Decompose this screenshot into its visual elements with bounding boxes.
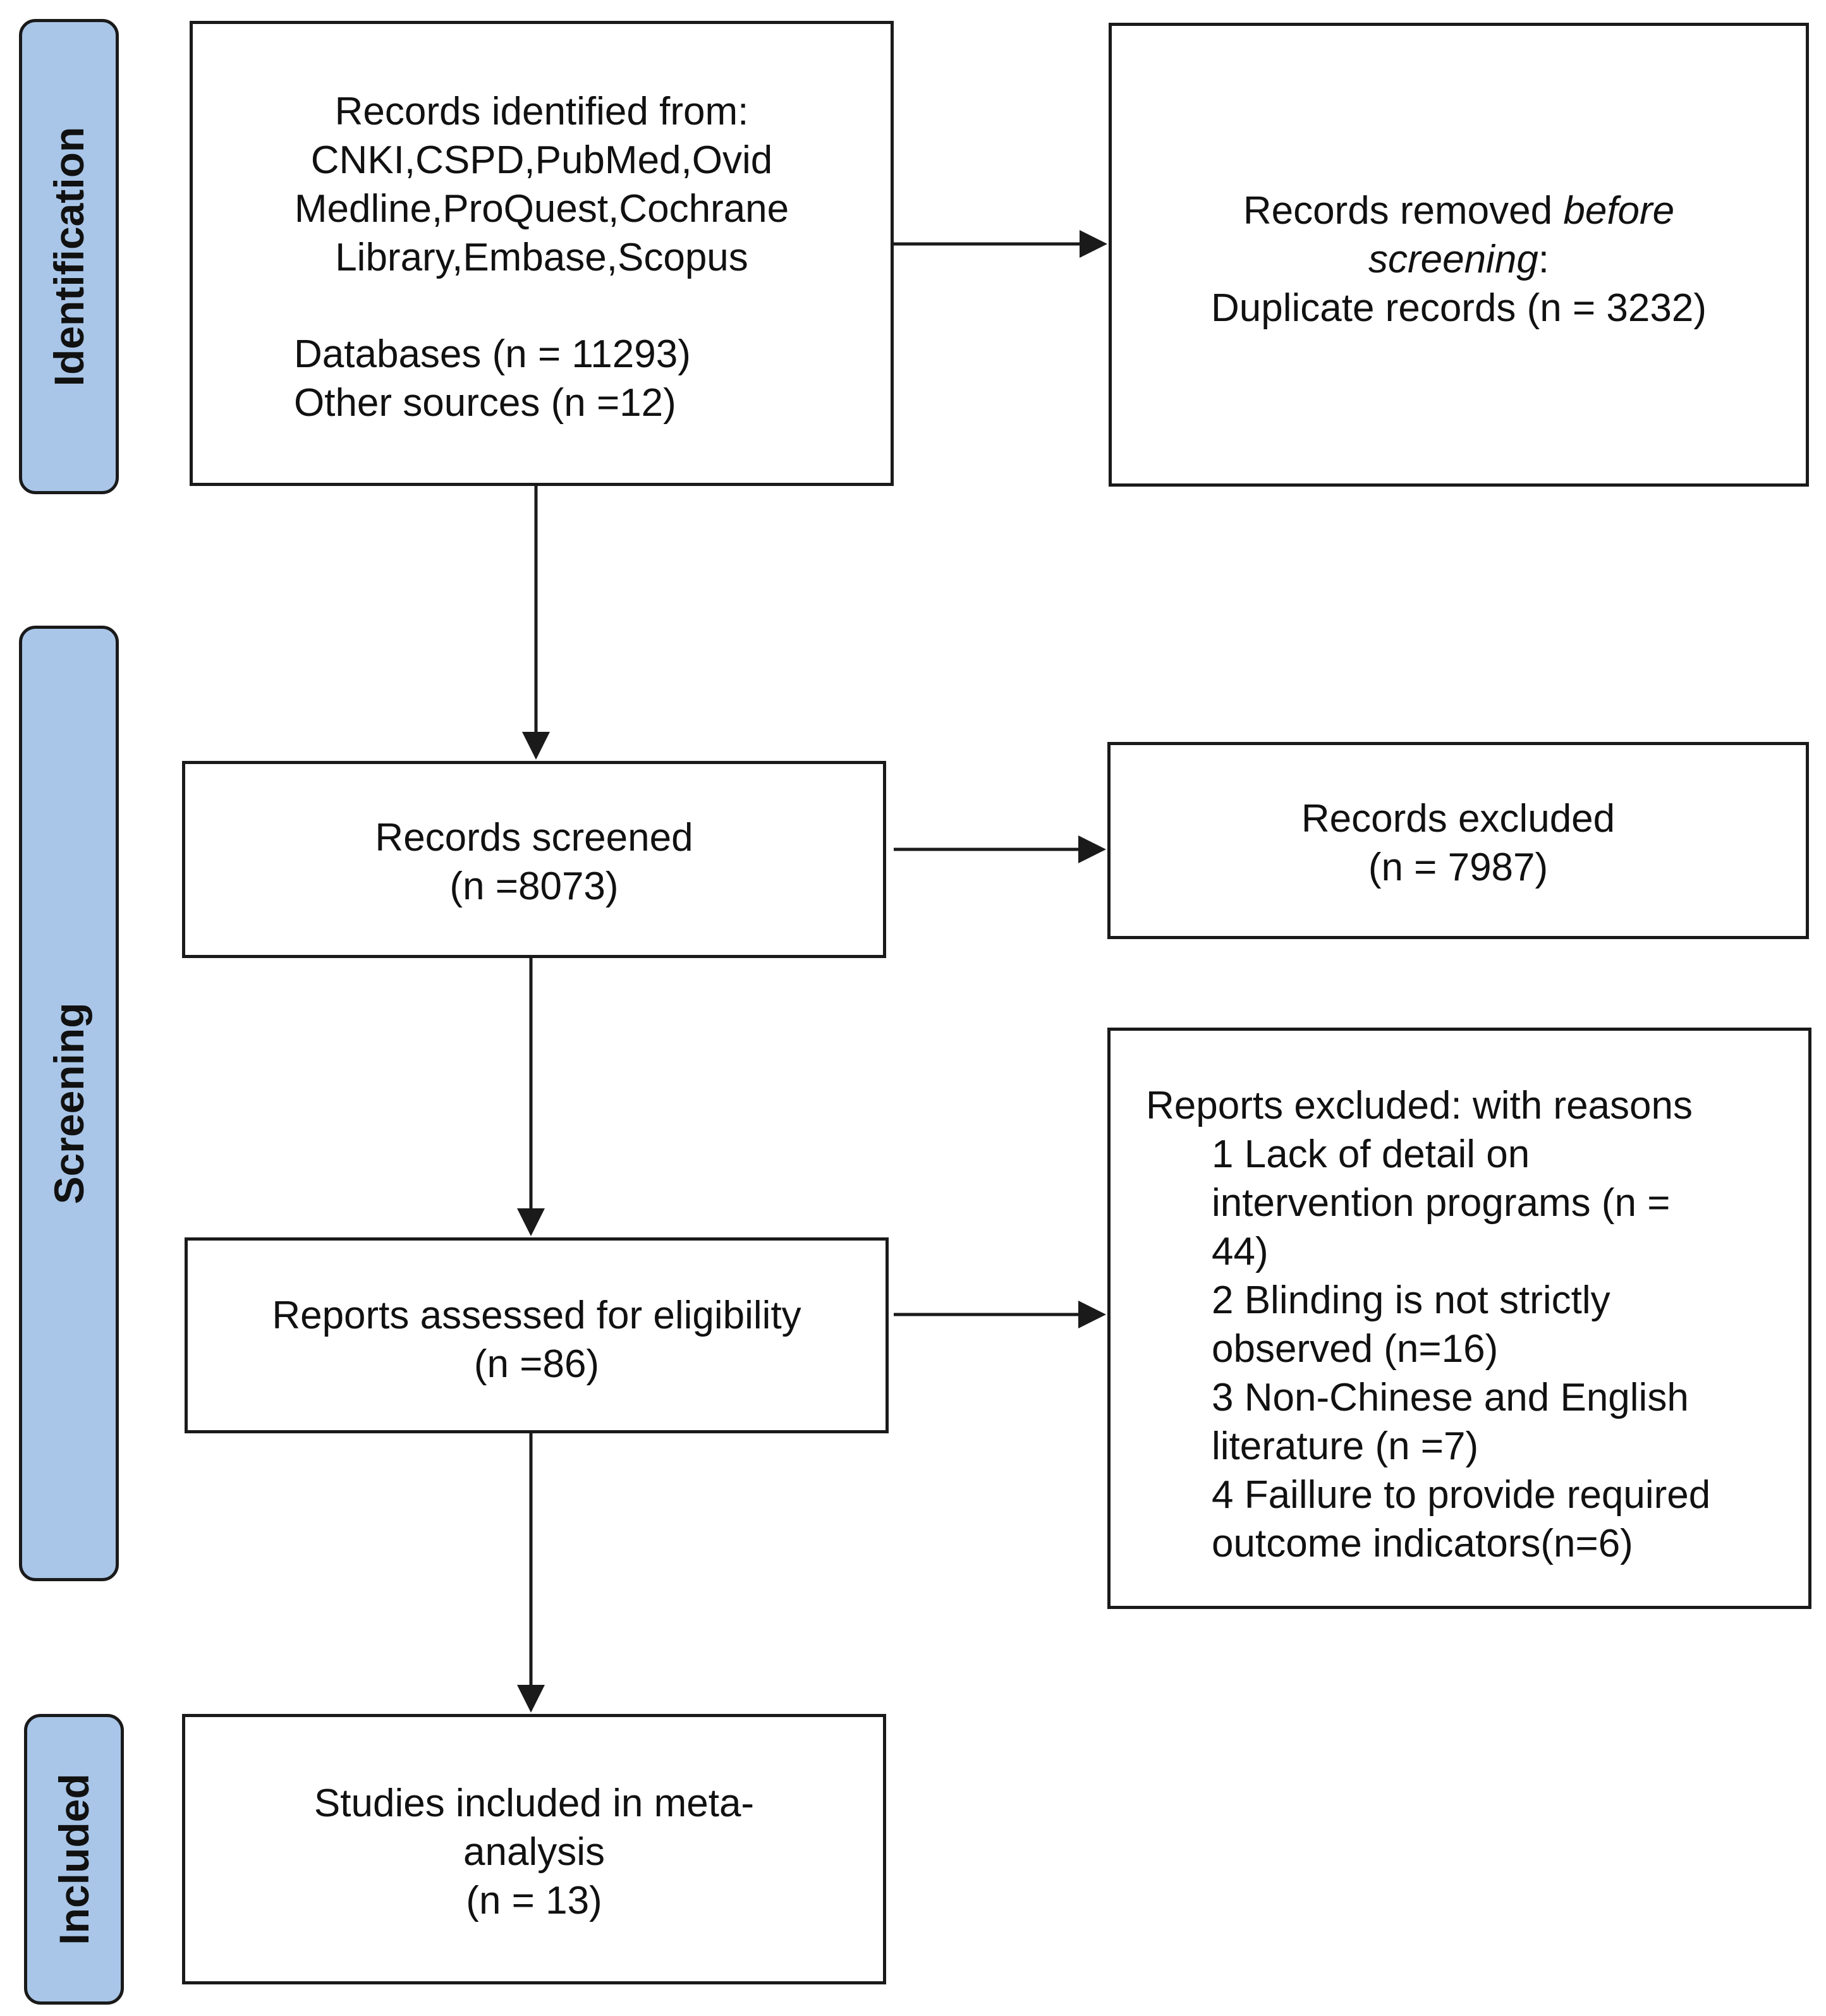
identified-line-1: Records identified from: bbox=[334, 90, 749, 133]
identified-other-sources: Other sources (n =12) bbox=[294, 381, 676, 425]
excluded-count: (n = 7987) bbox=[1368, 846, 1549, 889]
arrow-assessed-to-included-head bbox=[517, 1685, 545, 1713]
included-count: (n = 13) bbox=[466, 1879, 602, 1922]
reason-line: 2 Blinding is not strictly bbox=[1212, 1278, 1610, 1322]
reason-line: 44) bbox=[1212, 1230, 1269, 1273]
phase-identification: Identification bbox=[19, 19, 119, 494]
phase-screening: Screening bbox=[19, 626, 119, 1581]
identified-line-3: Medline,ProQuest,Cochrane bbox=[294, 187, 789, 231]
identified-line-4: Library,Embase,Scopus bbox=[335, 236, 748, 279]
included-line-1: Studies included in meta- bbox=[313, 1782, 755, 1825]
reason-line: observed (n=16) bbox=[1212, 1327, 1499, 1371]
reason-line: literature (n =7) bbox=[1212, 1424, 1479, 1468]
identified-line-2: CNKI,CSPD,PubMed,Ovid bbox=[310, 138, 773, 182]
reason-line: 4 Faillure to provide required bbox=[1212, 1473, 1711, 1517]
reports-excluded-heading: Reports excluded: with reasons bbox=[1146, 1084, 1693, 1127]
reason-line: 1 Lack of detail on bbox=[1212, 1132, 1530, 1176]
reports-assessed-box: Reports assessed for eligibility (n =86) bbox=[185, 1237, 889, 1433]
included-line-2: analysis bbox=[463, 1830, 605, 1874]
records-removed-box: Records removed before screening: Duplic… bbox=[1109, 23, 1809, 487]
reason-line: intervention programs (n = bbox=[1212, 1181, 1671, 1225]
phase-included: Included bbox=[24, 1714, 124, 2005]
records-screened-box: Records screened (n =8073) bbox=[182, 761, 886, 958]
arrow-screened-to-excluded-head bbox=[1078, 835, 1106, 863]
removed-colon: : bbox=[1538, 238, 1550, 281]
reports-excluded-box: Reports excluded: with reasons 1 Lack of… bbox=[1107, 1028, 1811, 1609]
arrow-assessed-to-reports-excluded-head bbox=[1078, 1301, 1106, 1328]
removed-prefix: Records removed bbox=[1243, 189, 1564, 233]
removed-screening: screening bbox=[1368, 238, 1538, 281]
assessed-count: (n =86) bbox=[473, 1342, 600, 1386]
excluded-label: Records excluded bbox=[1301, 797, 1616, 841]
studies-included-box: Studies included in meta- analysis (n = … bbox=[182, 1714, 886, 1984]
arrow-screened-to-assessed-head bbox=[517, 1208, 545, 1236]
identified-databases: Databases (n = 11293) bbox=[294, 332, 691, 376]
reason-line: 3 Non-Chinese and English bbox=[1212, 1376, 1689, 1419]
removed-before: before bbox=[1563, 189, 1675, 233]
reason-line: outcome indicators(n=6) bbox=[1212, 1522, 1633, 1565]
screened-label: Records screened bbox=[375, 816, 693, 859]
arrow-identified-to-removed-head bbox=[1080, 230, 1107, 258]
assessed-label: Reports assessed for eligibility bbox=[272, 1294, 801, 1337]
removed-duplicates: Duplicate records (n = 3232) bbox=[1210, 286, 1707, 330]
screened-count: (n =8073) bbox=[449, 865, 619, 908]
arrow-identified-to-screened-head bbox=[522, 732, 550, 760]
records-excluded-box: Records excluded (n = 7987) bbox=[1107, 742, 1809, 939]
records-identified-box: Records identified from: CNKI,CSPD,PubMe… bbox=[190, 21, 894, 486]
